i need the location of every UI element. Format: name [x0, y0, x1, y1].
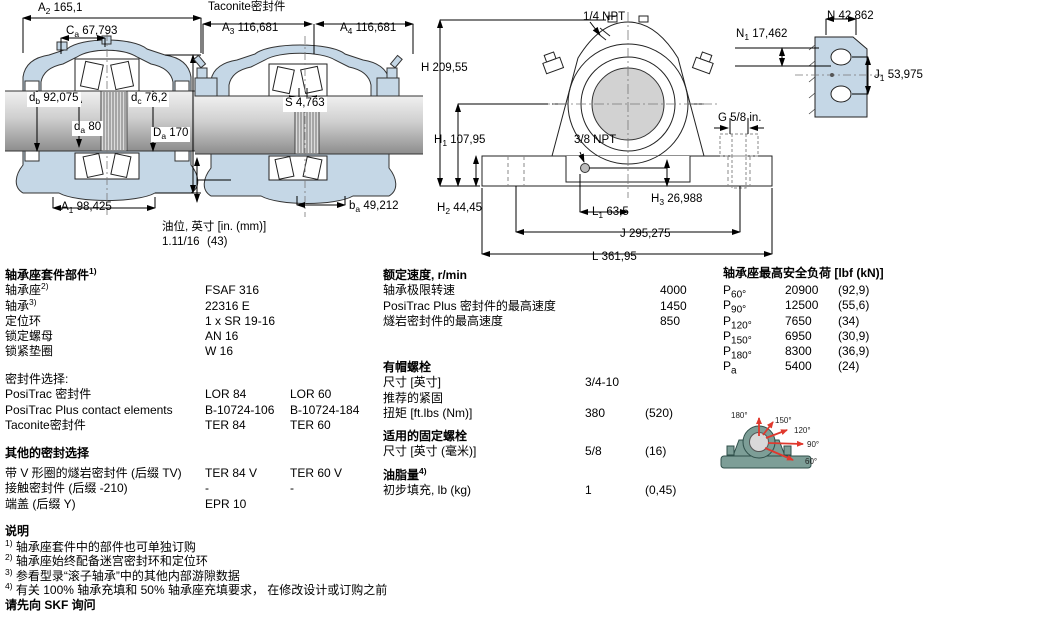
dim-J1: J1 53,975	[874, 69, 923, 83]
loads-header: 轴承座最高安全负荷 [lbf (kN)]	[723, 266, 884, 280]
parts-row-housing: 轴承座2)FSAF 316	[5, 281, 260, 298]
load-row-90: P90°12500(55,6)	[723, 298, 870, 316]
other-seals-row-contact: 接触密封件 (后缀 -210)--	[5, 481, 294, 496]
dim-H2: H2 44,45	[437, 202, 483, 216]
cap-bolt-torque-label-row: 推荐的紧固	[383, 390, 444, 405]
load-angle-diagram-graphic	[720, 417, 812, 469]
attach-bolt-size-row: 尺寸 [英寸 (毫米)]5/8(16)	[383, 444, 667, 459]
dim-Da: Da 170	[151, 127, 191, 142]
oil-level-value-mm: (43)	[207, 236, 228, 248]
notes-header: 说明	[5, 524, 30, 538]
dim-H3: H3 26,988	[651, 193, 703, 207]
dim-H: H 209,55	[421, 62, 468, 74]
dim-L1: L1 63,5	[592, 206, 629, 220]
load-row-60: P60°20900(92,9)	[723, 283, 870, 301]
notes-section: 说明 1) 轴承座套件中的部件也可单独订购 2) 轴承座始终配备迷宫密封环和定位…	[5, 524, 425, 612]
dim-G: G 5/8 in.	[718, 112, 762, 124]
dim-dc: dc 76,2	[129, 92, 170, 107]
other-seals-header: 其他的密封选择	[5, 446, 90, 460]
note-1: 1) 轴承座套件中的部件也可单独订购	[5, 538, 196, 554]
taconite-title: Taconite密封件	[208, 1, 286, 13]
load-row-180: P180°8300(36,9)	[723, 344, 870, 362]
front-view-drawing	[437, 12, 773, 257]
load-row-150: P150°6950(30,9)	[723, 328, 870, 347]
grease-header: 油脂量4)	[383, 466, 427, 482]
angle-label-120: 120°	[794, 426, 811, 435]
note-2: 2) 轴承座始终配备迷宫密封环和定位环	[5, 552, 208, 569]
dim-db: db 92,075	[27, 92, 81, 107]
other-seals-row-end-cover: 端盖 (后缀 Y)EPR 10	[5, 496, 247, 511]
dim-A3: A3 116,681	[222, 22, 279, 36]
oil-level-value: 1.11/16	[162, 236, 200, 248]
attach-bolts-header: 适用的固定螺栓	[383, 429, 468, 443]
angle-label-150: 150°	[775, 416, 792, 425]
angle-label-180: 180°	[731, 411, 748, 420]
dim-ba: ba 49,212	[349, 200, 399, 214]
parts-row-bearing: 轴承3)22316 E	[5, 296, 250, 313]
note-3: 3) 参看型录“滚子轴承”中的其他内部游隙数据	[5, 566, 240, 583]
speeds-header: 额定速度, r/min	[383, 268, 468, 282]
taconite-drawing	[193, 21, 423, 217]
cap-bolts-header: 有帽螺栓	[383, 360, 432, 374]
side-view-drawing	[735, 16, 883, 118]
load-angle-diagram: 180° 150° 120° 90° 60°	[715, 406, 835, 481]
dim-Ca: Ca 67,793	[66, 25, 118, 39]
dim-A2: A2 165,1	[38, 2, 83, 16]
grease-fill-row: 初步填充, lb (kg)1(0,45)	[383, 483, 677, 498]
loads-section: 轴承座最高安全负荷 [lbf (kN)] P60°20900(92,9) P90…	[723, 266, 1050, 377]
cap-bolts-section: 有帽螺栓 尺寸 [英寸]3/4-10 推荐的紧固 扭矩 [ft.lbs (Nm)…	[383, 360, 703, 421]
angle-label-90: 90°	[807, 440, 820, 449]
seals-header: 密封件选择:	[5, 372, 69, 386]
dim-A4: A4 116,681	[340, 22, 397, 36]
notes-footer: 请先向 SKF 询问	[5, 597, 96, 612]
note-4: 4) 有关 100% 轴承充填和 50% 轴承座充填要求， 在修改设计或订购之前	[5, 581, 388, 598]
angle-label-60: 60°	[805, 457, 818, 466]
cap-bolt-torque-row: 扭矩 [ft.lbs (Nm)]380(520)	[383, 405, 674, 420]
grease-section: 油脂量4) 初步填充, lb (kg)1(0,45)	[383, 466, 703, 499]
dim-L: L 361,95	[592, 251, 637, 263]
dim-N1: N1 17,462	[736, 28, 788, 42]
dim-N: N 42,862	[827, 10, 874, 22]
dim-J: J 295,275	[620, 228, 671, 240]
attach-bolts-section: 适用的固定螺栓 尺寸 [英寸 (毫米)]5/8(16)	[383, 429, 703, 460]
oil-level-label: 油位, 英寸 [in. (mm)]	[162, 221, 267, 233]
dim-da: da 80	[72, 121, 104, 136]
dim-H1: H1 107,95	[434, 134, 486, 148]
dim-S: S 4,763	[283, 97, 327, 112]
cap-bolt-size-row: 尺寸 [英寸]3/4-10	[383, 375, 620, 390]
load-row-120: P120°7650(34)	[723, 313, 860, 331]
dim-A1: A1 98,425	[61, 201, 112, 215]
dim-quarter-npt: 1/4 NPT	[583, 11, 626, 23]
parts-header: 轴承座套件部件1)	[5, 266, 97, 282]
dim-threeeighths-npt: 3/8 NPT	[574, 134, 617, 146]
